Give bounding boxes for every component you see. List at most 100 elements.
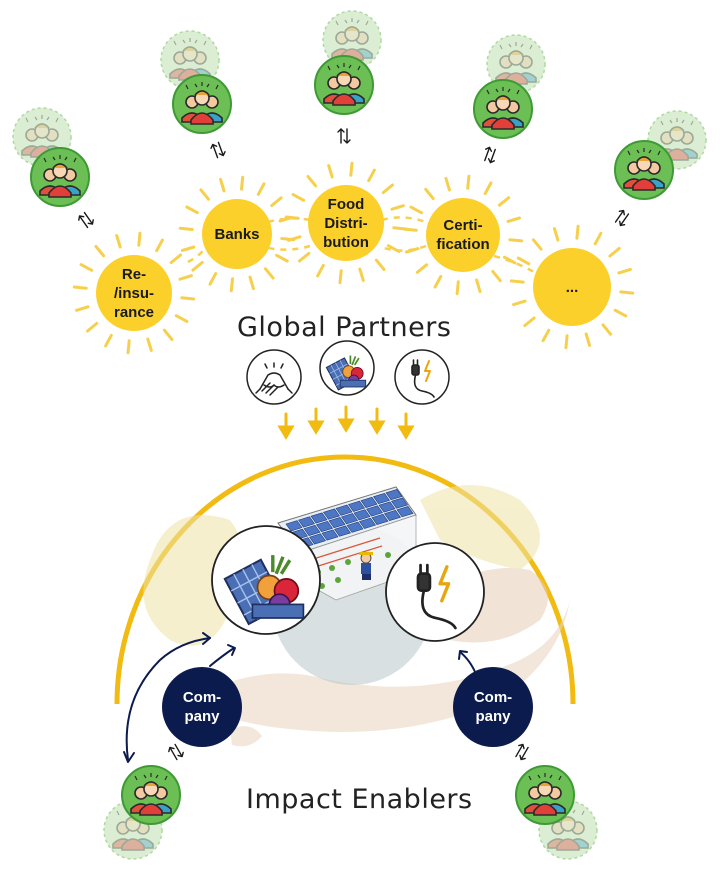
sun-ray	[162, 328, 174, 341]
solar-panel-cell	[341, 513, 358, 525]
solar-panel-cell	[309, 533, 326, 545]
sun-ray	[275, 253, 289, 263]
sun-ray	[219, 177, 226, 193]
solar-panel-cell	[360, 496, 378, 508]
sun-ray	[104, 333, 113, 348]
company-label-right: Com- pany	[473, 689, 513, 725]
sun-ray	[126, 339, 131, 355]
sun-ray	[349, 161, 354, 177]
sun-ray	[248, 275, 255, 291]
sun-ray	[390, 204, 405, 211]
exchange-arrows-icon	[481, 145, 499, 165]
sun-ray	[523, 316, 536, 328]
sun-ray	[516, 256, 531, 266]
sun-ray	[137, 231, 142, 247]
sun-ray	[338, 269, 343, 285]
sun-ray	[185, 205, 199, 215]
sun-ray	[512, 299, 527, 307]
sun-ray	[409, 205, 424, 215]
community-groups-top	[12, 10, 707, 207]
solar-panel-cell	[285, 520, 303, 532]
sun-ray	[424, 187, 435, 201]
sun-connectors	[187, 216, 535, 274]
solar-panel-cell	[303, 524, 321, 536]
sun-ray	[94, 245, 106, 258]
flow-arrows-down	[277, 405, 415, 440]
solar-panel-cell	[321, 529, 339, 541]
sun-ray	[531, 238, 543, 251]
sun-rays	[72, 161, 635, 355]
sun-ray	[174, 314, 189, 323]
community-group-icon	[12, 107, 90, 207]
sun-ray	[619, 290, 635, 295]
sun-ray	[475, 278, 482, 293]
sun-ray	[358, 267, 365, 282]
sun-ray	[316, 263, 325, 278]
sun-ray	[208, 272, 218, 286]
sun-ray	[433, 274, 443, 289]
sun-ray	[564, 334, 569, 350]
company-label-left: Com- pany	[182, 689, 222, 725]
community-group-icon	[314, 10, 382, 115]
sun-ray	[509, 279, 525, 284]
sun-banks	[202, 199, 272, 269]
sun-ray	[298, 251, 311, 263]
sun-ray	[552, 227, 560, 242]
sun-ray	[115, 234, 122, 249]
sun-ray	[575, 224, 580, 240]
sun-ray	[497, 196, 511, 207]
impact-enablers-title: Impact Enablers	[246, 784, 473, 815]
sun-food-distribution	[308, 185, 384, 261]
handshake-icon	[246, 349, 302, 405]
solar-panel-cell	[384, 509, 401, 522]
community-group-icon	[614, 110, 707, 200]
solar-panel-cell	[385, 489, 403, 501]
sun-ray	[86, 321, 99, 333]
sun-ray	[178, 274, 193, 281]
sun-ray	[508, 238, 524, 243]
sun-ray	[291, 193, 306, 202]
solar-panel-cell	[310, 512, 328, 524]
exchange-arrows-icon	[612, 208, 632, 228]
sun-ray	[264, 267, 275, 280]
sun-ray	[229, 277, 234, 293]
sun-ray	[367, 168, 376, 183]
enabler-arrows	[123, 632, 477, 763]
sun-ray	[491, 269, 502, 283]
sun-ray	[541, 328, 551, 343]
sun-ray	[374, 258, 386, 271]
sun-ray	[180, 296, 196, 301]
sun-ray	[72, 285, 88, 290]
partner-suns	[96, 185, 611, 331]
solar-panel-cell	[373, 492, 390, 505]
sun-ray	[608, 246, 621, 258]
solar-panel-cell	[334, 525, 351, 537]
community-group-icon	[103, 765, 181, 860]
solar-panel-cell	[346, 521, 364, 533]
sun-reinsurance	[96, 255, 172, 331]
sun-ray	[584, 332, 592, 347]
sun-ray	[455, 280, 460, 296]
sun-ray	[155, 238, 164, 253]
sun-ray	[444, 177, 451, 192]
sun-ray	[169, 253, 182, 265]
sun-label-certification: Certi- fication	[436, 217, 490, 253]
community-group-icon	[160, 30, 232, 134]
solar-panel-cell	[323, 508, 340, 520]
sun-ray	[415, 263, 429, 274]
sun-label-more: ...	[565, 278, 579, 296]
exchange-arrows-icon	[209, 140, 227, 160]
sun-label-banks: Banks	[214, 225, 260, 243]
sun-ray	[240, 175, 245, 191]
electricity-plug-icon	[385, 542, 485, 642]
sun-ray	[178, 226, 194, 231]
partner-icons	[246, 340, 450, 405]
solar-panel-cell	[298, 516, 315, 528]
solar-panel-cell	[353, 509, 371, 521]
sun-ray	[146, 337, 153, 352]
sun-ray	[617, 267, 632, 275]
company-circle-right	[453, 667, 533, 747]
community-group-icon	[473, 34, 546, 139]
sun-ray	[466, 174, 471, 190]
